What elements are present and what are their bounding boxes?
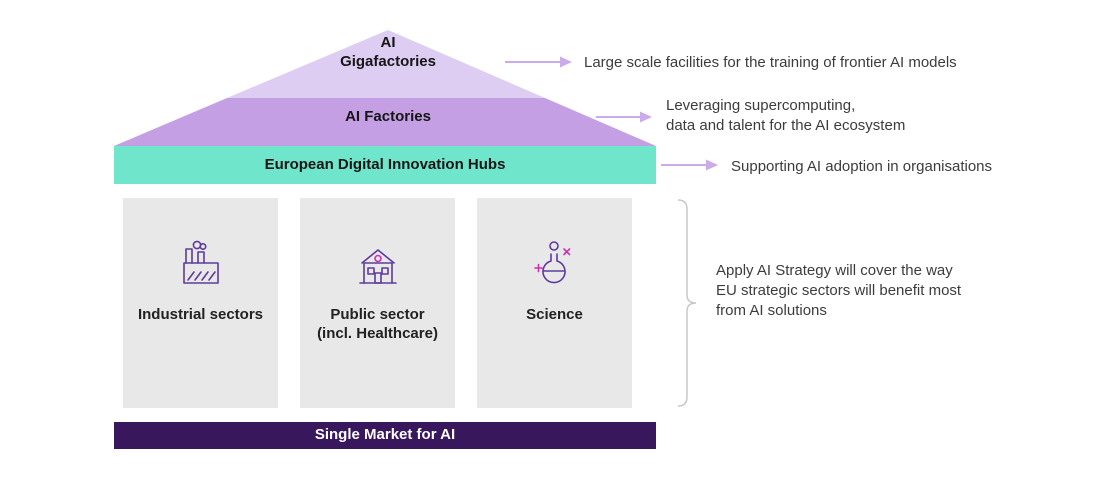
factory-icon xyxy=(172,234,230,298)
sector-label-science: Science xyxy=(526,306,583,323)
single-market-label: Single Market for AI xyxy=(314,426,456,444)
level-label-gigafactories: AI Gigafactories xyxy=(340,34,436,70)
sectors-bracket xyxy=(677,199,697,407)
sector-box-science: Science xyxy=(477,198,632,408)
sector-box-public: Public sector (incl. Healthcare) xyxy=(300,198,455,408)
factories-arrow-icon xyxy=(596,111,652,123)
gigafactories-triangle xyxy=(227,30,545,98)
annotation-factories: Leveraging supercomputing, data and tale… xyxy=(666,97,906,134)
public-building-icon xyxy=(349,234,407,298)
single-market-bar: Single Market for AI xyxy=(114,422,656,449)
level-label-factories: AI Factories xyxy=(345,108,431,125)
annotation-sectors: Apply AI Strategy will cover the way EU … xyxy=(716,262,962,319)
factories-trapezoid xyxy=(114,98,656,146)
gigafactories-arrow-icon xyxy=(505,56,572,68)
annotation-gigafactories: Large scale facilities for the training … xyxy=(584,54,957,71)
level-label-edih: European Digital Innovation Hubs xyxy=(264,155,506,173)
sector-label-industrial: Industrial sectors xyxy=(137,306,264,323)
edih-bar: European Digital Innovation Hubs xyxy=(114,146,656,184)
edih-arrow-icon xyxy=(661,159,718,171)
sector-box-industrial: Industrial sectors xyxy=(123,198,278,408)
annotation-edih: Supporting AI adoption in organisations xyxy=(731,158,993,175)
science-flask-icon xyxy=(526,234,584,298)
sector-label-public: Public sector (incl. Healthcare) xyxy=(317,306,438,342)
